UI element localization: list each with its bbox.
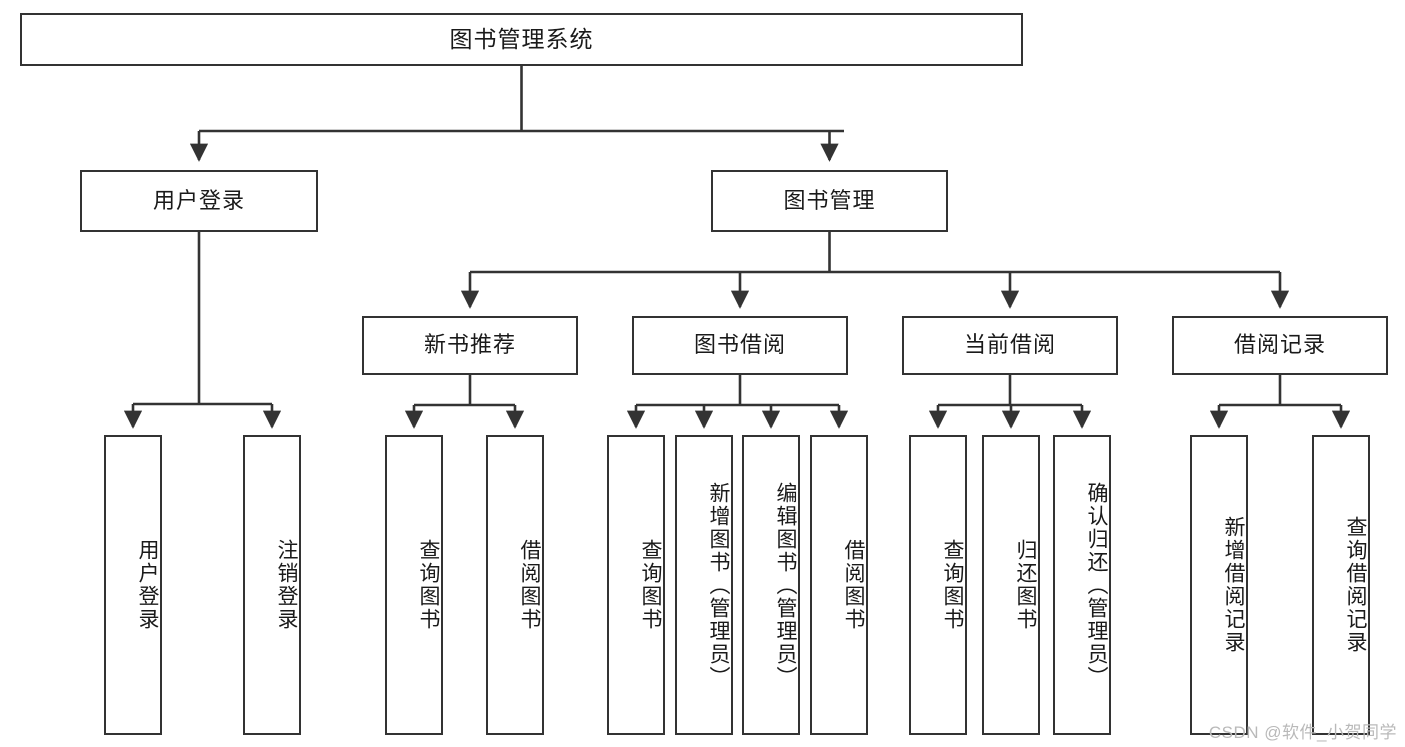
node-borrow-record[interactable]: 借阅记录 xyxy=(1172,316,1388,375)
node-label: 图书借阅 xyxy=(693,332,786,358)
node-label: 用户登录 xyxy=(152,187,245,213)
node-leaf-return-book[interactable]: 归还图书 xyxy=(982,435,1040,735)
node-label: 查询图书 xyxy=(639,539,662,631)
watermark-text: CSDN @软件_小贺同学 xyxy=(1208,723,1397,742)
node-leaf-borrow-book-2[interactable]: 借阅图书 xyxy=(810,435,868,735)
node-label: 查询借阅记录 xyxy=(1344,516,1367,654)
node-label: 新增借阅记录 xyxy=(1222,516,1245,654)
node-label: 查询图书 xyxy=(417,539,440,631)
node-new-book-recommend[interactable]: 新书推荐 xyxy=(362,316,578,375)
node-book-manage[interactable]: 图书管理 xyxy=(711,170,948,232)
node-root-system[interactable]: 图书管理系统 xyxy=(20,13,1023,66)
node-leaf-logout-login[interactable]: 注销登录 xyxy=(243,435,301,735)
node-leaf-query-book-1[interactable]: 查询图书 xyxy=(385,435,443,735)
node-label: 借阅图书 xyxy=(842,539,865,631)
node-leaf-edit-book[interactable]: 编辑图书（管理员） xyxy=(742,435,800,735)
node-leaf-add-borrow-record[interactable]: 新增借阅记录 xyxy=(1190,435,1248,735)
node-label: 确认归还（管理员） xyxy=(1085,481,1108,689)
node-leaf-add-book[interactable]: 新增图书（管理员） xyxy=(675,435,733,735)
node-label: 借阅记录 xyxy=(1233,332,1326,358)
node-leaf-confirm-return[interactable]: 确认归还（管理员） xyxy=(1053,435,1111,735)
node-label: 用户登录 xyxy=(136,539,159,631)
node-leaf-borrow-book-1[interactable]: 借阅图书 xyxy=(486,435,544,735)
node-label: 注销登录 xyxy=(275,539,298,631)
node-label: 图书管理 xyxy=(783,187,876,213)
node-label: 新增图书（管理员） xyxy=(707,481,730,689)
node-label: 当前借阅 xyxy=(963,332,1056,358)
node-leaf-query-borrow-record[interactable]: 查询借阅记录 xyxy=(1312,435,1370,735)
node-user-login[interactable]: 用户登录 xyxy=(80,170,318,232)
node-label: 新书推荐 xyxy=(423,332,516,358)
node-book-borrow[interactable]: 图书借阅 xyxy=(632,316,848,375)
node-leaf-query-book-3[interactable]: 查询图书 xyxy=(909,435,967,735)
node-current-borrow[interactable]: 当前借阅 xyxy=(902,316,1118,375)
node-label: 编辑图书（管理员） xyxy=(774,481,797,689)
node-label: 借阅图书 xyxy=(518,539,541,631)
node-leaf-user-login[interactable]: 用户登录 xyxy=(104,435,162,735)
node-label: 归还图书 xyxy=(1014,539,1037,631)
node-label: 查询图书 xyxy=(941,539,964,631)
node-label: 图书管理系统 xyxy=(449,25,594,52)
node-leaf-query-book-2[interactable]: 查询图书 xyxy=(607,435,665,735)
